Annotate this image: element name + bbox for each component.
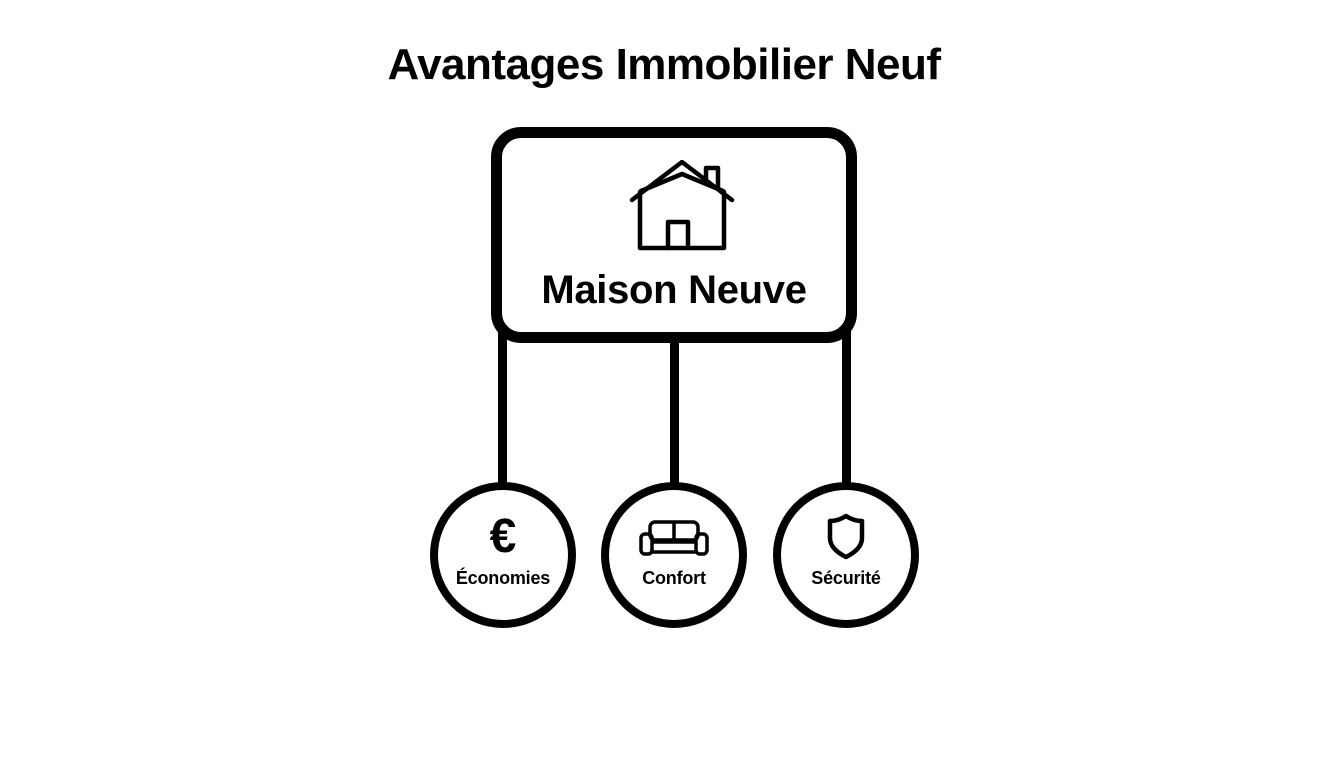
diagram-title: Avantages Immobilier Neuf	[387, 40, 941, 89]
house-icon	[629, 160, 735, 251]
benefit-label: Confort	[642, 568, 706, 588]
benefit-node-securite: Sécurité	[773, 482, 919, 628]
euro-icon: €	[490, 512, 517, 558]
connector-economies	[498, 330, 507, 490]
svg-text:€: €	[490, 512, 517, 558]
main-node-label: Maison Neuve	[541, 268, 807, 312]
main-node-maison-neuve: Maison Neuve	[491, 127, 857, 343]
sofa-icon	[639, 520, 709, 556]
shield-icon	[827, 513, 865, 560]
benefit-node-economies: € Économies	[430, 482, 576, 628]
connector-securite	[842, 330, 851, 490]
benefit-label: Économies	[455, 568, 551, 588]
benefit-node-confort: Confort	[601, 482, 747, 628]
connector-confort	[670, 330, 679, 490]
benefit-label: Sécurité	[811, 568, 881, 588]
